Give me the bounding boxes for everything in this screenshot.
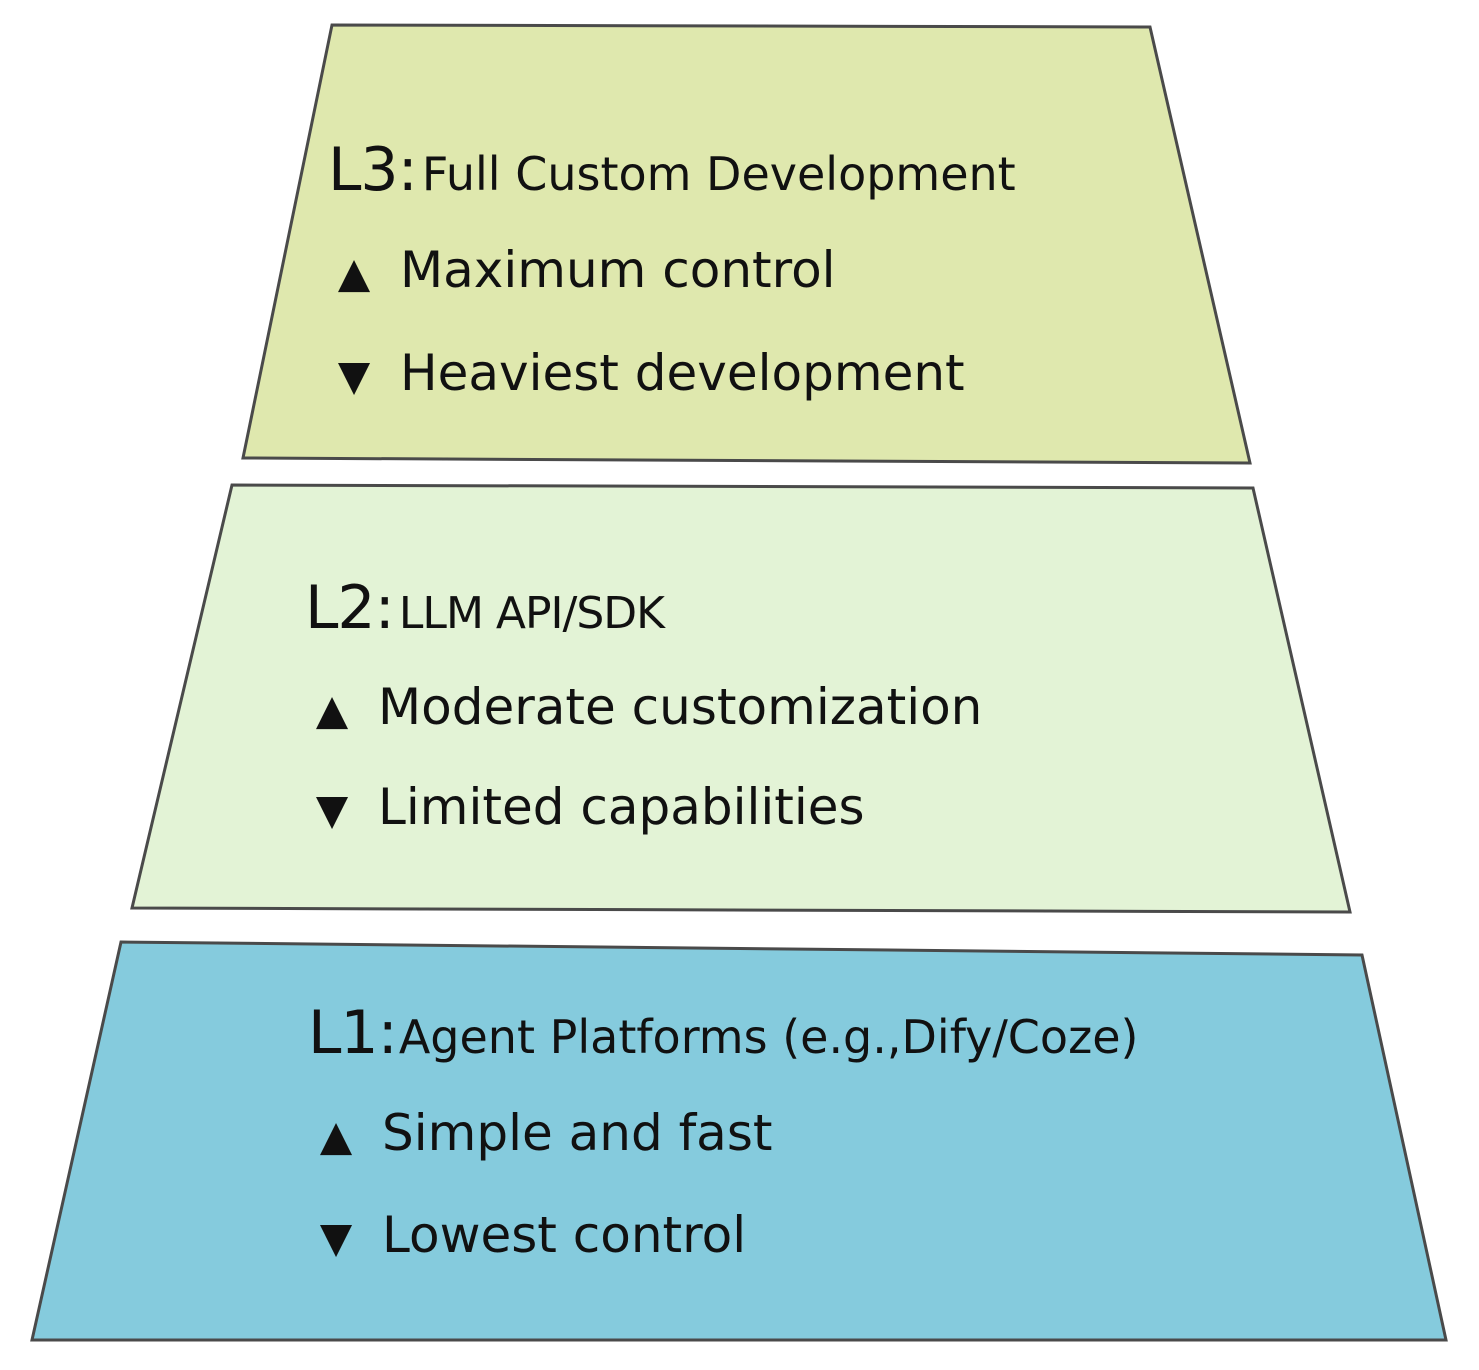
level-l2-pro-text: Moderate customization <box>378 678 983 736</box>
level-l3-name: Full Custom Development <box>421 147 1016 201</box>
level-l3-pro: ▲Maximum control <box>330 245 836 295</box>
level-l1-pro-text: Simple and fast <box>382 1104 773 1162</box>
level-l1-con-text: Lowest control <box>382 1206 747 1264</box>
level-l2-con-text: Limited capabilities <box>378 778 865 836</box>
level-l2-name: LLM API/SDK <box>398 588 665 639</box>
triangle-up-icon: ▲ <box>319 1111 353 1160</box>
level-l3-title: L3: Full Custom Development <box>328 140 1016 200</box>
level-l2-code: L2: <box>305 573 395 643</box>
level-l3-pro-text: Maximum control <box>400 241 836 299</box>
level-l1-code: L1: <box>308 998 398 1068</box>
level-l1-name: Agent Platforms (e.g.,Dify/Coze) <box>398 1010 1139 1064</box>
level-l3-con-text: Heaviest development <box>400 344 965 402</box>
level-l3-con: ▼Heaviest development <box>330 348 965 398</box>
triangle-down-icon: ▼ <box>319 1213 353 1262</box>
level-l3-code: L3: <box>328 135 418 205</box>
level-l1-pro: ▲Simple and fast <box>312 1108 773 1160</box>
triangle-up-icon: ▲ <box>315 685 349 734</box>
triangle-up-icon: ▲ <box>337 248 371 297</box>
level-l1-con: ▼Lowest control <box>312 1210 746 1260</box>
level-l2-pro: ▲Moderate customization <box>308 682 983 734</box>
level-l2-con: ▼Limited capabilities <box>308 782 865 832</box>
level-l1-title: L1:Agent Platforms (e.g.,Dify/Coze) <box>308 1003 1138 1063</box>
triangle-down-icon: ▼ <box>315 785 349 834</box>
triangle-down-icon: ▼ <box>337 351 371 400</box>
tier-l1-shape <box>30 940 1448 1342</box>
tier-l3-shape <box>241 23 1252 465</box>
level-l2-title: L2: LLM API/SDK <box>305 578 665 639</box>
tier-l2-shape <box>130 483 1352 914</box>
